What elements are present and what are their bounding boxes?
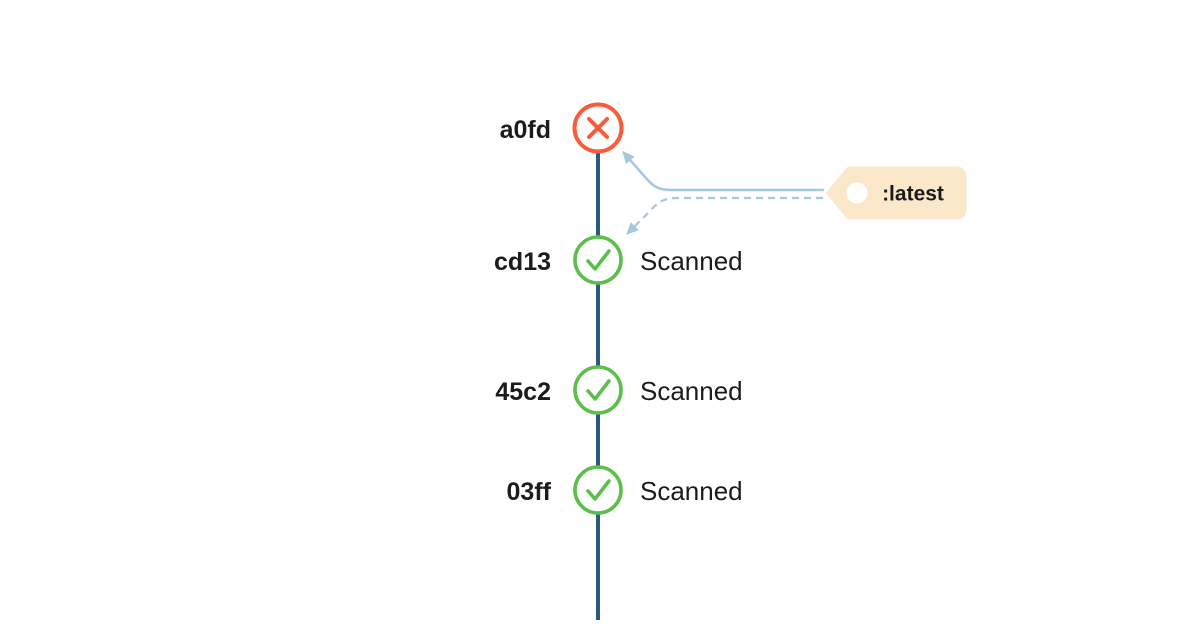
commit-status-label: Scanned — [640, 246, 743, 276]
commit-status-label: Scanned — [640, 476, 743, 506]
latest-tag: :latest — [826, 166, 967, 220]
commit-row-03ff: 03ff Scanned — [507, 465, 743, 515]
x-icon — [587, 117, 609, 139]
commit-row-cd13: cd13 Scanned — [494, 235, 743, 285]
tag-hole — [846, 182, 868, 204]
check-circle-icon — [573, 365, 623, 415]
check-circle-icon — [573, 465, 623, 515]
check-icon — [586, 249, 611, 271]
commit-row-a0fd: a0fd — [500, 102, 624, 154]
commit-id: 45c2 — [495, 378, 551, 406]
commit-node-ring — [573, 235, 623, 285]
check-circle-icon — [573, 235, 623, 285]
x-circle-icon — [572, 102, 624, 154]
tag-label: :latest — [882, 182, 944, 205]
commit-row-45c2: 45c2 Scanned — [495, 365, 743, 415]
tag-arrow-solid — [622, 150, 825, 192]
commit-id: cd13 — [494, 248, 551, 276]
commit-id: a0fd — [500, 116, 551, 144]
commit-node-ring — [573, 465, 623, 515]
check-icon — [586, 379, 611, 401]
tag-arrow-dashed — [626, 196, 823, 235]
commit-node-ring — [573, 365, 623, 415]
tag-icon — [826, 166, 967, 220]
commit-status-label: Scanned — [640, 376, 743, 406]
commit-id: 03ff — [507, 478, 552, 506]
check-icon — [586, 479, 611, 501]
